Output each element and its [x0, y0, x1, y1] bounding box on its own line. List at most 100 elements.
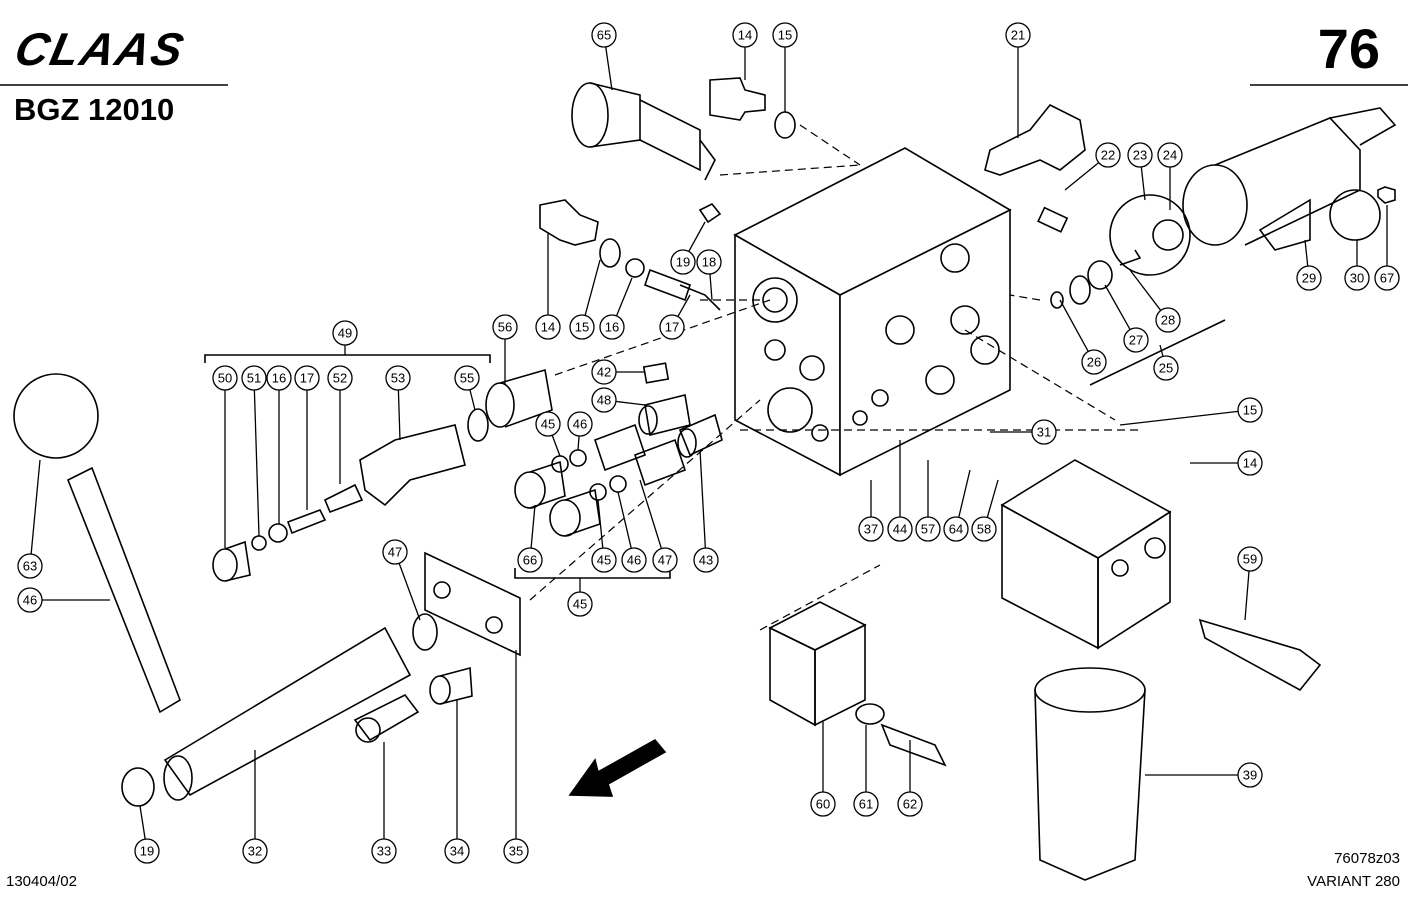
callout-59: 59: [1237, 546, 1263, 621]
callout-circle: [535, 314, 561, 340]
callout-number: 15: [1243, 403, 1257, 418]
callout-number: 46: [573, 417, 587, 432]
callout-31: 31: [990, 419, 1057, 445]
callout-60: 60: [810, 720, 836, 817]
callout-14: 14: [535, 232, 561, 340]
callout-leader: [699, 449, 706, 549]
callout-number: 56: [498, 320, 512, 335]
page-number: 76: [1317, 17, 1380, 80]
valve-block: [733, 147, 1012, 477]
callout-35: 35: [503, 650, 529, 864]
callout-number: 58: [977, 522, 991, 537]
callout-number: 14: [1243, 456, 1257, 471]
callout-19: 19: [134, 805, 160, 864]
callout-27: 27: [1104, 284, 1149, 353]
callout-number: 50: [218, 371, 232, 386]
callout-number: 19: [676, 255, 690, 270]
drawing-number: 76078z03: [1334, 850, 1400, 867]
callout-circle: [915, 516, 941, 542]
callout-circle: [1127, 142, 1153, 168]
callout-circle: [1081, 349, 1107, 375]
callout-circle: [517, 547, 543, 573]
callout-circle: [567, 591, 593, 617]
callout-leader: [1064, 162, 1100, 191]
callout-15: 15: [569, 259, 601, 340]
callout-number: 23: [1133, 148, 1147, 163]
callout-number: 17: [300, 371, 314, 386]
callout-circle: [567, 411, 593, 437]
callout-leader: [639, 479, 663, 549]
callout-circle: [241, 365, 267, 391]
callout-circle: [382, 539, 408, 565]
callout-leader: [688, 221, 706, 252]
part-14-fitting-left: [539, 199, 722, 311]
callout-leader: [584, 259, 601, 316]
callout-34: 34: [444, 700, 470, 864]
callout-circle: [591, 547, 617, 573]
callout-circle: [659, 314, 685, 340]
callout-number: 45: [597, 553, 611, 568]
callout-15: 15: [1119, 397, 1263, 426]
part-14-fitting-top: [709, 77, 796, 139]
callout-number: 33: [377, 844, 391, 859]
footer-left-code: 130404/02: [6, 873, 77, 890]
callout-circle: [454, 365, 480, 391]
callout-19: 19: [670, 221, 706, 275]
callout-33: 33: [371, 742, 397, 864]
callout-number: 53: [391, 371, 405, 386]
callout-circle: [1374, 265, 1400, 291]
callout-number: 47: [388, 545, 402, 560]
callout-number: 32: [248, 844, 262, 859]
callout-65: 65: [591, 22, 617, 91]
callout-number: 45: [541, 417, 555, 432]
callout-number: 31: [1037, 425, 1051, 440]
callout-circle: [1031, 419, 1057, 445]
callout-circle: [327, 365, 353, 391]
callout-circle: [1237, 546, 1263, 572]
callout-number: 57: [921, 522, 935, 537]
part-39-small-block: [768, 601, 867, 727]
callout-leader: [139, 805, 146, 840]
callout-number: 48: [597, 393, 611, 408]
callout-circle: [134, 838, 160, 864]
callout-leader: [530, 504, 536, 549]
callout-leader: [709, 273, 713, 301]
callout-number: 35: [509, 844, 523, 859]
part-37-screw: [1198, 618, 1322, 692]
callout-circle: [670, 249, 696, 275]
callout-leader: [1129, 269, 1162, 311]
callout-circle: [887, 516, 913, 542]
callout-number: 37: [864, 522, 878, 537]
callout-57: 57: [915, 460, 941, 542]
callout-leader: [551, 435, 561, 457]
callout-24: 24: [1157, 142, 1183, 210]
callout-number: 60: [816, 797, 830, 812]
alignment-lines: [529, 124, 1140, 631]
callout-55: 55: [454, 365, 480, 411]
callout-circle: [535, 411, 561, 437]
document-code: BGZ 12010: [14, 92, 175, 127]
callout-number: 42: [597, 365, 611, 380]
bracket-25: [1089, 319, 1226, 386]
callout-number: 64: [949, 522, 963, 537]
callout-circle: [385, 365, 411, 391]
callout-number: 51: [247, 371, 261, 386]
callout-32: 32: [242, 750, 268, 864]
callout-29: 29: [1296, 239, 1322, 291]
callout-number: 49: [338, 326, 352, 341]
callout-17: 17: [659, 294, 691, 340]
callout-21: 21: [1005, 22, 1031, 138]
callout-circle: [1296, 265, 1322, 291]
callout-number: 17: [665, 320, 679, 335]
callout-circle: [1237, 450, 1263, 476]
callout-15: 15: [772, 22, 798, 112]
callout-circle: [266, 365, 292, 391]
callout-number: 59: [1243, 552, 1257, 567]
callout-leader: [1059, 299, 1089, 352]
part-21-cartridge: [984, 103, 1086, 176]
callout-58: 58: [971, 479, 999, 542]
callout-circle: [971, 516, 997, 542]
callout-number: 18: [702, 255, 716, 270]
